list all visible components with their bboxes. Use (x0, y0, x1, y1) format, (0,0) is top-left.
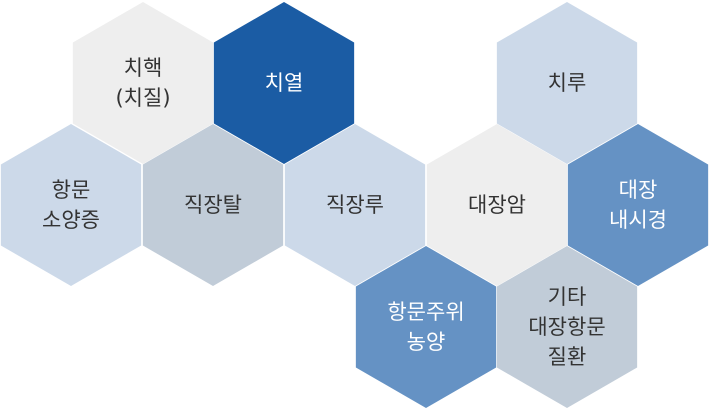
hex-label: 농양 (407, 330, 446, 354)
hex-shape (496, 2, 638, 164)
hex-jikjangtal: 직장탈 (142, 124, 284, 286)
hex-daejangam: 대장암 (426, 124, 568, 286)
hex-label: 대장암 (468, 193, 526, 217)
hex-label: 직장탈 (184, 193, 242, 217)
hex-shape (0, 124, 142, 286)
hex-label: 대장 (619, 178, 658, 202)
hex-label: 치핵 (124, 56, 163, 80)
hex-jikjangru: 직장루 (284, 124, 426, 286)
hex-shape (496, 246, 638, 408)
hex-label: 소양증 (42, 208, 100, 232)
hex-label: 항문 (52, 178, 91, 202)
hex-label: (치질) (115, 86, 170, 110)
hex-chihaek: 치핵 (치질) (72, 2, 214, 164)
hex-shape (284, 124, 426, 286)
hex-label: 치루 (548, 71, 587, 95)
hex-label: 질환 (548, 345, 587, 369)
hex-shape (72, 2, 214, 164)
hex-chiyeol: 치열 (213, 2, 355, 164)
hex-shape (213, 2, 355, 164)
hex-label: 치열 (265, 71, 304, 95)
hex-label: 내시경 (609, 208, 667, 232)
hex-shape (355, 246, 497, 408)
hex-shape (567, 124, 709, 286)
hex-label: 기타 (548, 285, 587, 309)
hex-shape (142, 124, 284, 286)
hex-label: 직장루 (326, 193, 384, 217)
hex-shape (426, 124, 568, 286)
hex-label: 대장항문 (528, 315, 605, 339)
hex-label: 항문주위 (387, 300, 464, 324)
hex-chiru: 치루 (496, 2, 638, 164)
